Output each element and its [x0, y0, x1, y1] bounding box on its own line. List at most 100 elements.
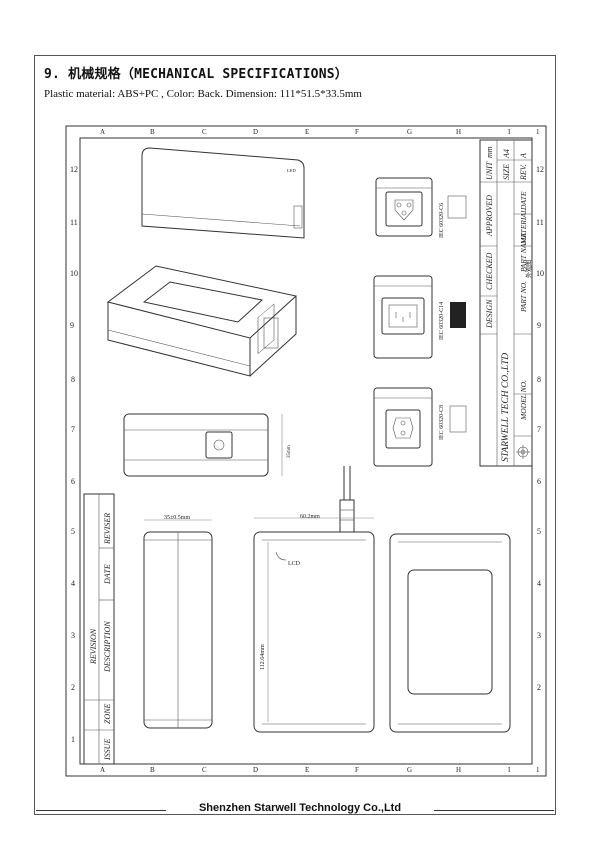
row-number: 6: [71, 477, 75, 486]
col-letters-bottom: A B C D E F G H I: [100, 766, 511, 774]
end-view: 35mm: [123, 413, 292, 477]
col-letter: D: [253, 766, 258, 774]
row-number: 2: [71, 683, 75, 692]
col-letter: H: [456, 128, 461, 136]
unit-value: mm: [485, 146, 494, 158]
page-border: [34, 55, 556, 815]
footer-rule-right: [434, 810, 554, 811]
revision-label: REVISION: [89, 628, 98, 665]
dim-width: 60.2mm: [300, 514, 320, 520]
side-view: 35±0.5mm: [143, 515, 213, 729]
projection-symbol-icon: [516, 445, 530, 459]
rev-value: A: [519, 153, 528, 159]
row-number: 3: [71, 631, 75, 640]
row-number: 4: [71, 579, 75, 588]
col-letter: A: [100, 766, 105, 774]
row-number: 5: [537, 527, 541, 536]
dim-height: 35mm: [287, 445, 292, 458]
row-number: 1: [71, 735, 75, 744]
col-letter: C: [202, 128, 207, 136]
row-numbers-left: 12 11 10 9 8 7 6 5 4 3 2 1: [70, 165, 78, 744]
row-number: 1: [536, 128, 540, 136]
row-number: 9: [70, 321, 74, 330]
footer-rule-left: [36, 810, 166, 811]
col-letter: I: [508, 128, 511, 136]
date-label: DATE: [519, 191, 528, 211]
col-letter: E: [305, 766, 309, 774]
part-no-label: PART NO.: [519, 281, 528, 313]
material-label: MATERIAL: [519, 209, 528, 245]
row-number: 11: [536, 218, 544, 227]
connector-label: IEC 60320-C8: [439, 405, 445, 440]
part-name-label: PART NAME: [519, 232, 528, 273]
row-number: 10: [70, 269, 78, 278]
size-value: A4: [502, 149, 511, 159]
design-label: DESIGN: [485, 299, 494, 329]
row-number: 12: [536, 165, 544, 174]
row-number: 4: [537, 579, 541, 588]
col-letter: F: [355, 766, 359, 774]
row-number: 5: [71, 527, 75, 536]
perspective-view-top: LED: [141, 147, 305, 239]
col-letter: G: [407, 128, 412, 136]
back-view: [389, 533, 511, 733]
row-number: 7: [537, 425, 541, 434]
footer-company: Shenzhen Starwell Technology Co.,Ltd: [198, 802, 402, 814]
dim-thickness: 35±0.5mm: [164, 515, 190, 521]
row-number: 6: [537, 477, 541, 486]
part-name-value: 外观图: [525, 260, 533, 278]
col-letter: B: [150, 128, 155, 136]
col-letter: D: [253, 128, 258, 136]
title-block: UNIT mm SIZE A4 REV. A APPROVED CHECKED …: [479, 139, 533, 467]
row-number: 8: [537, 375, 541, 384]
rev-label: REV.: [519, 164, 528, 181]
section-heading: 9. 机械规格（MECHANICAL SPECIFICATIONS）: [44, 67, 348, 82]
connector-c14: IEC 60320-C14: [373, 275, 466, 359]
checked-label: CHECKED: [485, 252, 494, 290]
row-number: 7: [71, 425, 75, 434]
row-number: 10: [536, 269, 544, 278]
rev-date-label: DATE: [103, 564, 112, 585]
zone-label: ZONE: [103, 703, 112, 724]
row-number: 9: [537, 321, 541, 330]
drawing-frame-inner: [79, 137, 533, 765]
description-label: DESCRIPTION: [103, 621, 112, 673]
col-letter: E: [305, 128, 309, 136]
lcd-label: LCD: [288, 561, 301, 567]
dim-length: 112.64mm: [260, 644, 266, 670]
row-number: 3: [537, 631, 541, 640]
row-number: 8: [71, 375, 75, 384]
col-letter: C: [202, 766, 207, 774]
led-label: LED: [287, 168, 296, 173]
col-letters-top: A B C D E F G H I: [100, 128, 511, 136]
col-letter: F: [355, 128, 359, 136]
row-number: 2: [537, 683, 541, 692]
perspective-view-main: [106, 265, 298, 377]
connector-label: IEC 60320-C6: [439, 203, 445, 238]
col-letter: I: [508, 766, 511, 774]
approved-label: APPROVED: [485, 195, 494, 237]
row-number: 1: [536, 766, 540, 774]
switch-block: [450, 302, 466, 328]
revision-block: REVISER DATE DESCRIPTION REVISION ZONE I…: [83, 493, 115, 765]
company-name: STARWELL TECH CO.,LTD: [501, 353, 511, 462]
connector-c6: IEC 60320-C6: [375, 177, 467, 238]
unit-label: UNIT: [485, 161, 494, 180]
connector-c8: IEC 60320-C8: [373, 387, 467, 467]
row-number: 12: [70, 165, 78, 174]
connector-label: IEC 60320-C14: [439, 302, 445, 340]
row-numbers-right: 1 12 11 10 9 8 7 6 5 4 3 2 1: [536, 128, 544, 774]
col-letter: H: [456, 766, 461, 774]
col-letter: G: [407, 766, 412, 774]
reviser-label: REVISER: [103, 513, 112, 545]
issue-label: ISSUE: [103, 739, 112, 761]
col-letter: A: [100, 128, 105, 136]
row-number: 11: [70, 218, 78, 227]
front-view: LCD 60.2mm 112.64mm: [253, 466, 375, 733]
model-no-label: MODEL NO.: [519, 380, 528, 421]
col-letter: B: [150, 766, 155, 774]
size-label: SIZE: [502, 164, 511, 180]
drawing-frame-outer: [65, 125, 547, 777]
spec-line: Plastic material: ABS+PC , Color: Back. …: [44, 88, 362, 100]
